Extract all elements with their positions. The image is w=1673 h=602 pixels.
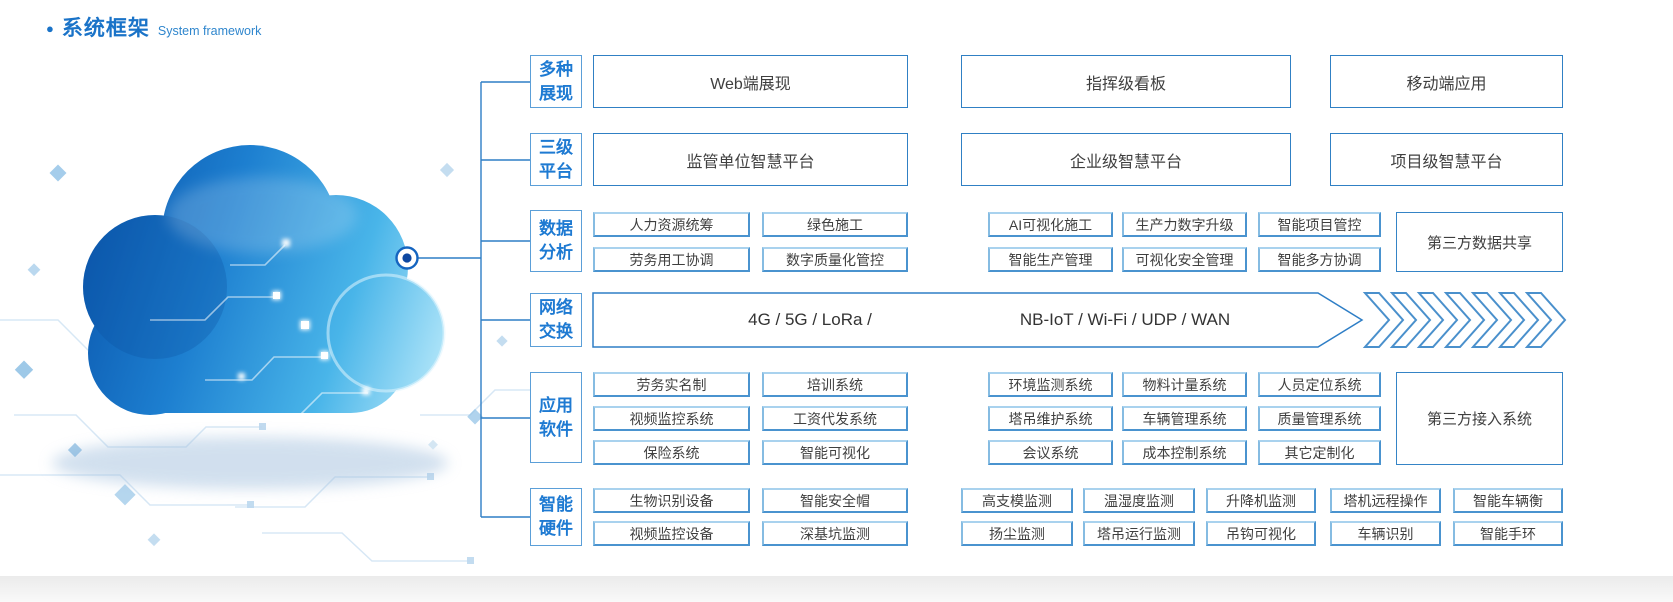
cloud-glow-squares — [238, 239, 370, 395]
network-protocols-left: 4G / 5G / LoRa / — [748, 310, 872, 329]
box-enterprise-platform: 企业级智慧平台 — [961, 133, 1291, 186]
box-analysis-r1c3: AI可视化施工 — [988, 212, 1113, 237]
page-title-en: System framework — [157, 24, 262, 38]
box-analysis-r2c4: 可视化安全管理 — [1122, 247, 1247, 272]
row-label-hardware: 智能 硬件 — [530, 488, 582, 546]
box-analysis-r1c1: 人力资源统筹 — [593, 212, 750, 237]
row-label-platform: 三级 平台 — [530, 133, 582, 186]
box-software-r3c4: 成本控制系统 — [1122, 440, 1247, 465]
row-label-display: 多种 展现 — [530, 55, 582, 108]
box-software-r3c1: 保险系统 — [593, 440, 750, 465]
box-software-r3c5: 其它定制化 — [1258, 440, 1381, 465]
box-software-r2c5: 质量管理系统 — [1258, 406, 1381, 431]
cloud-illustration — [0, 145, 539, 564]
box-mobile-app: 移动端应用 — [1330, 55, 1563, 108]
box-hardware-r2c2: 深基坑监测 — [762, 521, 908, 546]
box-analysis-r1c4: 生产力数字升级 — [1122, 212, 1247, 237]
box-hardware-r1c5: 升降机监测 — [1206, 488, 1316, 513]
box-hardware-r1c7: 智能车辆衡 — [1453, 488, 1563, 513]
box-web-display: Web端展现 — [593, 55, 908, 108]
box-analysis-r2c3: 智能生产管理 — [988, 247, 1113, 272]
box-hardware-r2c7: 智能手环 — [1453, 521, 1563, 546]
box-software-r3c3: 会议系统 — [988, 440, 1113, 465]
chevron-icons — [1362, 292, 1567, 348]
box-software-r2c2: 工资代发系统 — [762, 406, 908, 431]
box-hardware-r1c4: 温湿度监测 — [1083, 488, 1195, 513]
box-third-party-access: 第三方接入系统 — [1396, 372, 1563, 465]
box-software-r2c1: 视频监控系统 — [593, 406, 750, 431]
box-software-r1c4: 物料计量系统 — [1122, 372, 1247, 397]
bullet-icon: ● — [46, 21, 54, 36]
box-hardware-r2c4: 塔吊运行监测 — [1083, 521, 1195, 546]
box-hardware-r2c5: 吊钩可视化 — [1206, 521, 1316, 546]
page-title-zh: 系统框架 — [61, 17, 150, 40]
box-analysis-r2c2: 数字质量化管控 — [762, 247, 908, 272]
box-hardware-r2c6: 车辆识别 — [1330, 521, 1441, 546]
box-hardware-r1c3: 高支模监测 — [961, 488, 1073, 513]
page-title: ● 系统框架 System framework — [46, 12, 261, 42]
box-project-platform: 项目级智慧平台 — [1330, 133, 1563, 186]
footer-band — [0, 576, 1673, 602]
box-hardware-r1c6: 塔机远程操作 — [1330, 488, 1441, 513]
circuit-background — [0, 319, 535, 562]
box-hardware-r1c2: 智能安全帽 — [762, 488, 908, 513]
box-analysis-r1c5: 智能项目管控 — [1258, 212, 1381, 237]
box-software-r1c3: 环境监测系统 — [988, 372, 1113, 397]
network-protocols-right: NB-IoT / Wi-Fi / UDP / WAN — [1019, 310, 1231, 329]
cloud-circuit — [150, 244, 368, 416]
box-command-board: 指挥级看板 — [961, 55, 1291, 108]
box-analysis-r2c1: 劳务用工协调 — [593, 247, 750, 272]
row-label-analysis: 数据 分析 — [530, 210, 582, 272]
network-arrow-band — [592, 292, 1364, 348]
box-hardware-r1c1: 生物识别设备 — [593, 488, 750, 513]
row-label-software: 应用 软件 — [530, 372, 582, 463]
box-software-r2c3: 塔吊维护系统 — [988, 406, 1113, 431]
box-hardware-r2c3: 扬尘监测 — [961, 521, 1073, 546]
box-software-r1c2: 培训系统 — [762, 372, 908, 397]
row-label-network: 网络 交换 — [530, 293, 582, 347]
box-software-r1c5: 人员定位系统 — [1258, 372, 1381, 397]
box-third-party-data-share: 第三方数据共享 — [1396, 212, 1563, 272]
box-software-r3c2: 智能可视化 — [762, 440, 908, 465]
box-software-r2c4: 车辆管理系统 — [1122, 406, 1247, 431]
box-regulator-platform: 监管单位智慧平台 — [593, 133, 908, 186]
box-software-r1c1: 劳务实名制 — [593, 372, 750, 397]
box-analysis-r2c5: 智能多方协调 — [1258, 247, 1381, 272]
box-hardware-r2c1: 视频监控设备 — [593, 521, 750, 546]
box-analysis-r1c2: 绿色施工 — [762, 212, 908, 237]
